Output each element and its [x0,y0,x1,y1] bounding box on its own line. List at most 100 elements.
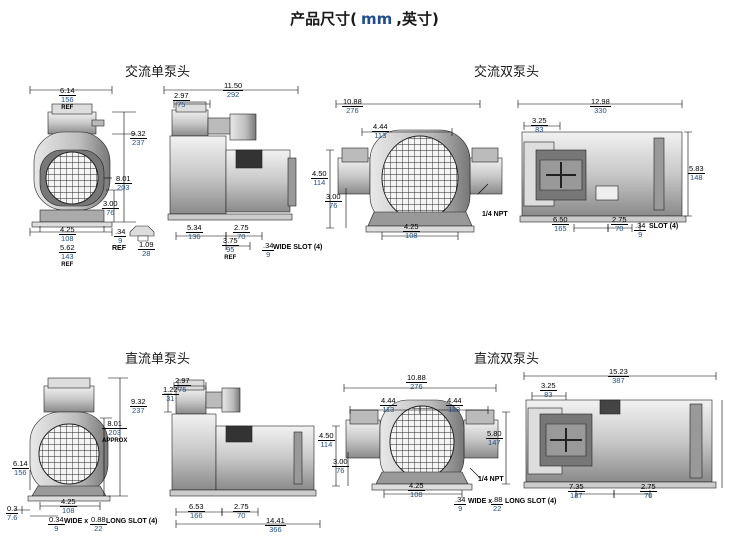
ac-twin-front-view [326,100,503,240]
title-suffix: ,英寸) [396,10,439,28]
dim-mm: 83 [544,390,553,399]
dim-ref: REF [61,262,74,268]
dim-mm: 147 [488,438,501,447]
dim-mm: 28 [142,249,151,258]
dim-mm: 7.6 [7,513,18,522]
dim-mm: 83 [535,125,544,134]
dim-mm: 165 [554,224,567,233]
dim-in: 4.25 [59,225,76,235]
dim-in: 4.25 [60,497,77,507]
dim-mm: 292 [226,90,240,99]
dim-in: 6.14 [12,459,29,469]
dim-in: 3.00 [102,199,119,209]
dim-in: 7.35 [568,482,585,492]
dim-in: 3.25 [540,381,557,391]
dim-mm: 113 [382,405,395,414]
dim-in: 4.25 [403,222,420,232]
section-title-ac-twin: 交流双泵头 [474,65,540,80]
dim-in: 8.01 [115,174,132,184]
dim-in: .88 [491,495,504,505]
dim-in: .34 [454,495,467,505]
dim-mm: 108 [410,490,423,499]
dim-mm: 76 [329,201,338,210]
dim-in: 2.97 [173,91,190,101]
dim-mm: 136 [188,232,201,241]
dim-in: 9.32 [130,397,147,407]
dim-in: 0.88 [90,515,107,525]
dim-in: 4.50 [311,169,328,179]
dim-mm: 166 [190,511,203,520]
dim-in: 11.50 [223,81,244,91]
dim-in: 0.3 [6,504,19,514]
dim-in: 15.23 [608,367,629,377]
dim-mm: 9 [638,230,643,239]
dim-mm: 76 [336,466,345,475]
ac-single-side-view [163,86,299,250]
dim-mm: 9 [458,504,463,513]
label-npt-2: 1/4 NPT [478,476,504,483]
dim-mm: 108 [61,234,74,243]
dim-mm: 203 [117,183,130,192]
dim-in: 2.75 [233,502,250,512]
dim-in: 4.44 [380,396,397,406]
dim-mm: 203 [108,428,121,437]
dim-mm: 237 [132,406,145,415]
label-slot-4: SLOT (4) [649,223,679,230]
dim-in: 6.50 [552,215,569,225]
dim-in: 2.75 [233,223,250,233]
dim-mm: 70 [237,232,246,241]
dim-mm: 156 [14,468,27,477]
dim-mm: 114 [320,440,333,449]
dim-in: .34 [634,221,647,231]
dim-ref: REF [224,255,237,261]
dim-in: 0.34 [48,515,65,525]
section-title-dc-single: 直流单泵头 [125,352,191,367]
dim-mm: 148 [690,173,703,182]
dim-mm: 108 [62,506,75,515]
dim-in: 4.44 [446,396,463,406]
section-title-dc-twin: 直流双泵头 [474,352,540,367]
dim-mm: 276 [346,106,359,115]
dim-in: 10.88 [406,373,427,383]
dim-in: 9.32 [130,129,147,139]
page-title: 产品尺寸(mm,英寸) [0,8,729,29]
dim-mm: 330 [594,106,607,115]
dim-mm: 143 [61,252,74,261]
dim-mm: 9 [118,236,123,245]
title-prefix: 产品尺寸( [290,10,358,28]
label-wide-x-b: WIDE x [468,498,493,505]
dim-in: 12.98 [590,97,611,107]
dim-mm: 9 [266,250,271,259]
title-unit: mm [361,10,393,28]
section-title-ac-single: 交流单泵头 [125,65,191,80]
